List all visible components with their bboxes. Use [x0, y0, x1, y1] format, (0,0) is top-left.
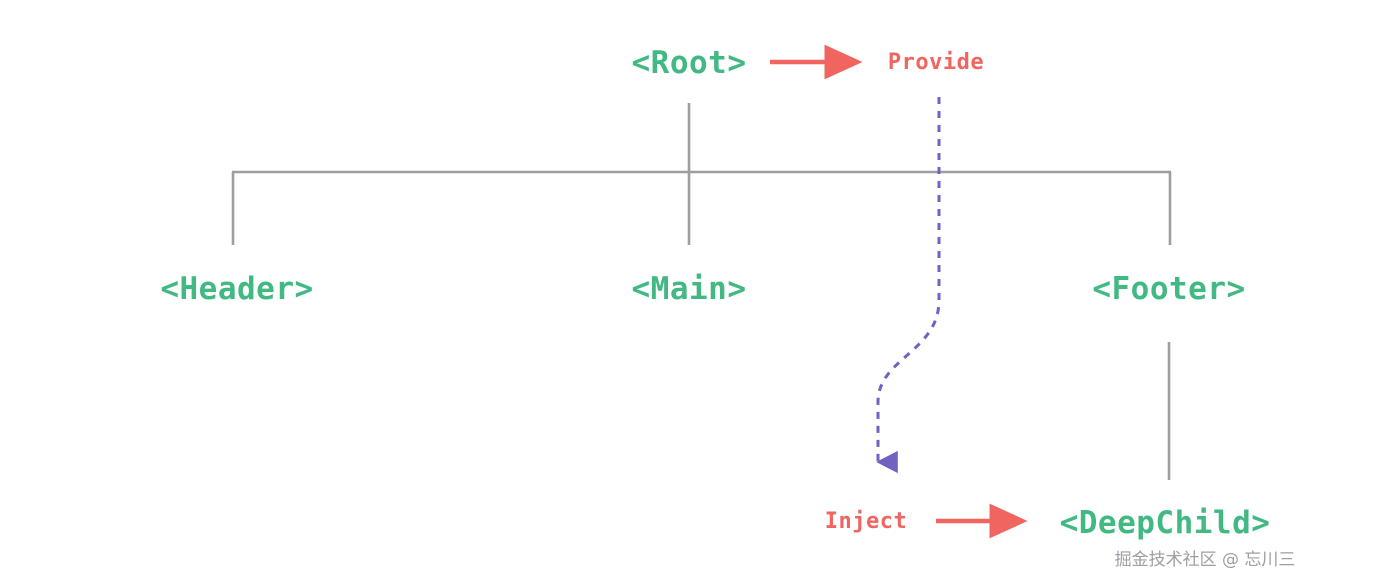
provide-inject-dashed-path [876, 97, 941, 474]
node-label-header[interactable]: <Header> [160, 271, 314, 307]
node-label-deepchild[interactable]: <DeepChild> [1059, 505, 1271, 541]
tree-edges [231, 103, 1172, 480]
watermark: 掘金技术社区 @ 忘川三 [1114, 550, 1296, 570]
annotation-label-inject[interactable]: Inject [824, 509, 908, 534]
node-label-footer[interactable]: <Footer> [1092, 271, 1246, 307]
annotation-label-provide[interactable]: Provide [887, 50, 985, 75]
node-label-main[interactable]: <Main> [631, 271, 747, 307]
node-label-root[interactable]: <Root> [631, 45, 747, 81]
